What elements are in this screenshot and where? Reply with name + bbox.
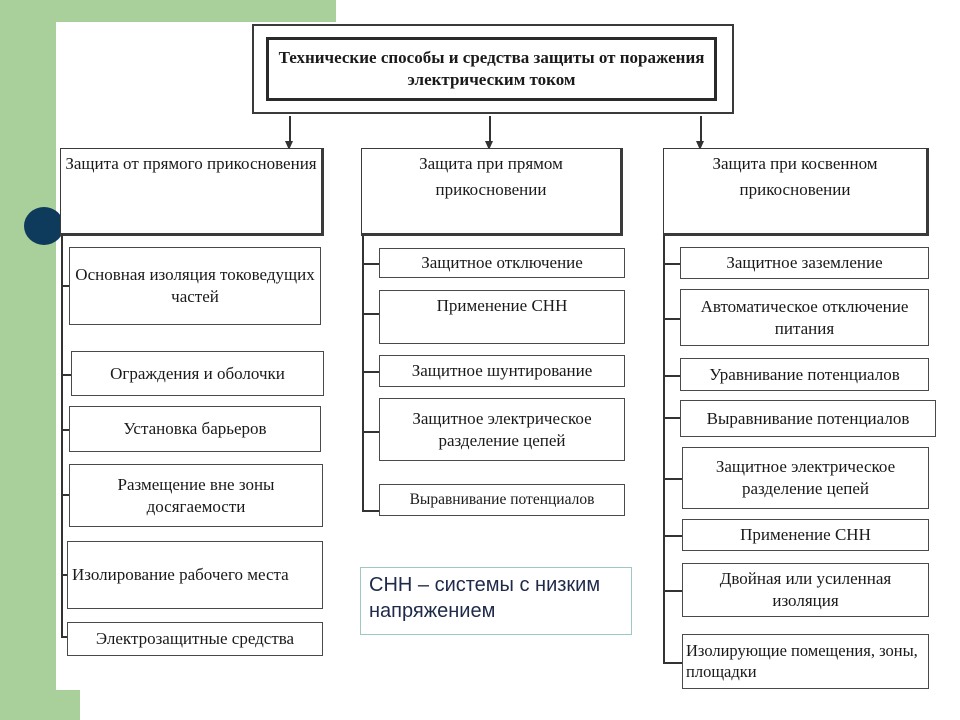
column-header-indirect-contact: Защита при косвенном прикосновении	[663, 148, 929, 236]
item-potential-equalization-col2: Выравнивание потенциалов	[379, 484, 625, 516]
connector-col3-5	[663, 478, 682, 480]
bullet-dot	[24, 207, 64, 245]
slide-bottom-area	[80, 690, 960, 720]
connector-col1-5	[61, 574, 67, 576]
connector-col2-2	[362, 313, 379, 315]
arrow-line-col1	[289, 116, 291, 144]
connector-col2-3	[362, 371, 379, 373]
slide-green-top-strip	[0, 0, 336, 22]
item-double-insulation: Двойная или усиленная изоляция	[682, 563, 929, 617]
item-out-of-reach: Размещение вне зоны досягаемости	[69, 464, 323, 527]
arrowhead-col3	[696, 141, 704, 150]
diagram-title: Технические способы и средства защиты от…	[266, 37, 717, 101]
item-protective-shunting: Защитное шунтирование	[379, 355, 625, 387]
connector-col3-3	[663, 375, 680, 377]
connector-col1-3	[61, 429, 69, 431]
item-use-sln-col3: Применение СНН	[682, 519, 929, 551]
abbreviation-note: СНН – системы с низким напряжением	[360, 567, 632, 635]
item-automatic-disconnection: Автоматическое отключение питания	[680, 289, 929, 346]
connector-col3-1	[663, 263, 680, 265]
connector-col1-4	[61, 494, 69, 496]
item-barriers-enclosures: Ограждения и оболочки	[71, 351, 324, 396]
connector-col3-2	[663, 318, 680, 320]
arrow-line-col3	[700, 116, 702, 144]
item-basic-insulation: Основная изоляция токоведущих частей	[69, 247, 321, 325]
item-protective-equipment: Электрозащитные средства	[67, 622, 323, 656]
connector-spine-col1	[61, 236, 63, 638]
column-header-direct-contact-protection: Защита при прямом прикосновении	[361, 148, 623, 236]
item-potential-equalization-col3: Выравнивание потенциалов	[680, 400, 936, 437]
connector-col1-2	[61, 374, 71, 376]
item-protective-shutdown: Защитное отключение	[379, 248, 625, 278]
arrow-line-col2	[489, 116, 491, 144]
connector-col3-6	[663, 535, 682, 537]
connector-col1-1	[61, 285, 69, 287]
connector-col1-6	[61, 636, 67, 638]
item-electrical-separation-col3: Защитное электрическое разделение цепей	[682, 447, 929, 509]
item-use-sln-col2: Применение СНН	[379, 290, 625, 344]
column-header-direct-contact: Защита от прямого прикосновения	[60, 148, 324, 236]
connector-col3-8	[663, 662, 682, 664]
arrowhead-col2	[485, 141, 493, 150]
item-electrical-separation-col2: Защитное электрическое разделение цепей	[379, 398, 625, 461]
connector-spine-col2	[362, 236, 364, 512]
item-workplace-isolation: Изолирование рабочего места	[67, 541, 323, 609]
item-install-barriers: Установка барьеров	[69, 406, 321, 452]
connector-col2-5	[362, 510, 379, 512]
item-protective-grounding: Защитное заземление	[680, 247, 929, 279]
connector-col3-7	[663, 590, 682, 592]
arrowhead-col1	[285, 141, 293, 150]
item-insulating-rooms: Изолирующие помещения, зоны, площадки	[682, 634, 929, 689]
connector-col2-1	[362, 263, 379, 265]
item-potential-bonding: Уравнивание потенциалов	[680, 358, 929, 391]
connector-col3-4	[663, 417, 680, 419]
connector-col2-4	[362, 431, 379, 433]
connector-spine-col3	[663, 236, 665, 664]
